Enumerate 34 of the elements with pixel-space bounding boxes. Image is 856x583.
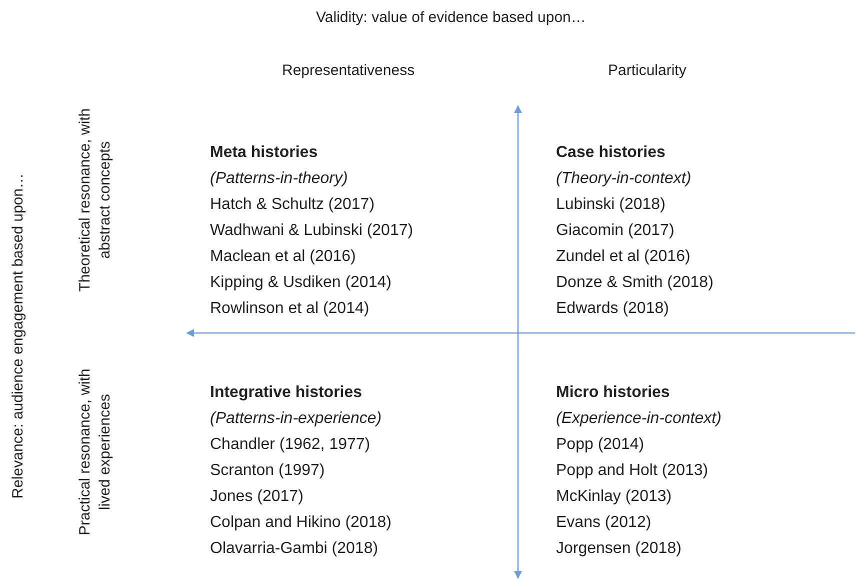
reference-text: Jones (2017) xyxy=(210,487,304,506)
reference-text: Popp and Holt (2013) xyxy=(556,461,708,480)
reference-text: Giacomin (2017) xyxy=(556,221,674,240)
reference-text: Evans (2012) xyxy=(556,513,652,532)
reference-text: Kipping & Usdiken (2014) xyxy=(210,273,392,292)
quadrant-heading: Meta histories xyxy=(210,143,318,162)
reference-text: Edwards (2018) xyxy=(556,299,669,318)
row-heading: Theoretical resonance, with abstract concepts xyxy=(76,107,114,294)
reference-text: Popp (2014) xyxy=(556,435,644,454)
reference-text: Donze & Smith (2018) xyxy=(556,273,714,292)
reference-text: Wadhwani & Lubinski (2017) xyxy=(210,221,414,240)
reference-text: Scranton (1997) xyxy=(210,461,325,480)
reference-text: Rowlinson et al (2014) xyxy=(210,299,370,318)
column-heading: Particularity xyxy=(608,62,686,80)
quadrant-subtitle: (Theory-in-context) xyxy=(556,169,692,188)
reference-text: McKinlay (2013) xyxy=(556,487,672,506)
quadrant-subtitle: (Patterns-in-experience) xyxy=(210,409,382,428)
reference-text: Colpan and Hikino (2018) xyxy=(210,513,392,532)
quadrant-subtitle: (Experience-in-context) xyxy=(556,409,722,428)
axis-title: Validity: value of evidence based upon… xyxy=(316,9,586,27)
reference-text: Hatch & Schultz (2017) xyxy=(210,195,375,214)
reference-text: Zundel et al (2016) xyxy=(556,247,690,266)
reference-text: Olavarria-Gambi (2018) xyxy=(210,539,378,558)
quadrant-heading: Micro histories xyxy=(556,383,670,402)
reference-text: Jorgensen (2018) xyxy=(556,539,682,558)
reference-text: Lubinski (2018) xyxy=(556,195,666,214)
quadrant-heading: Case histories xyxy=(556,143,666,162)
reference-text: Maclean et al (2016) xyxy=(210,247,356,266)
column-heading: Representativeness xyxy=(282,62,415,80)
axis-title: Relevance: audience engagement based upon… xyxy=(8,172,28,501)
reference-text: Chandler (1962, 1977) xyxy=(210,435,370,454)
row-heading: Practical resonance, with lived experiences xyxy=(76,368,114,538)
quadrant-heading: Integrative histories xyxy=(210,383,362,402)
quadrant-subtitle: (Patterns-in-theory) xyxy=(210,169,348,188)
